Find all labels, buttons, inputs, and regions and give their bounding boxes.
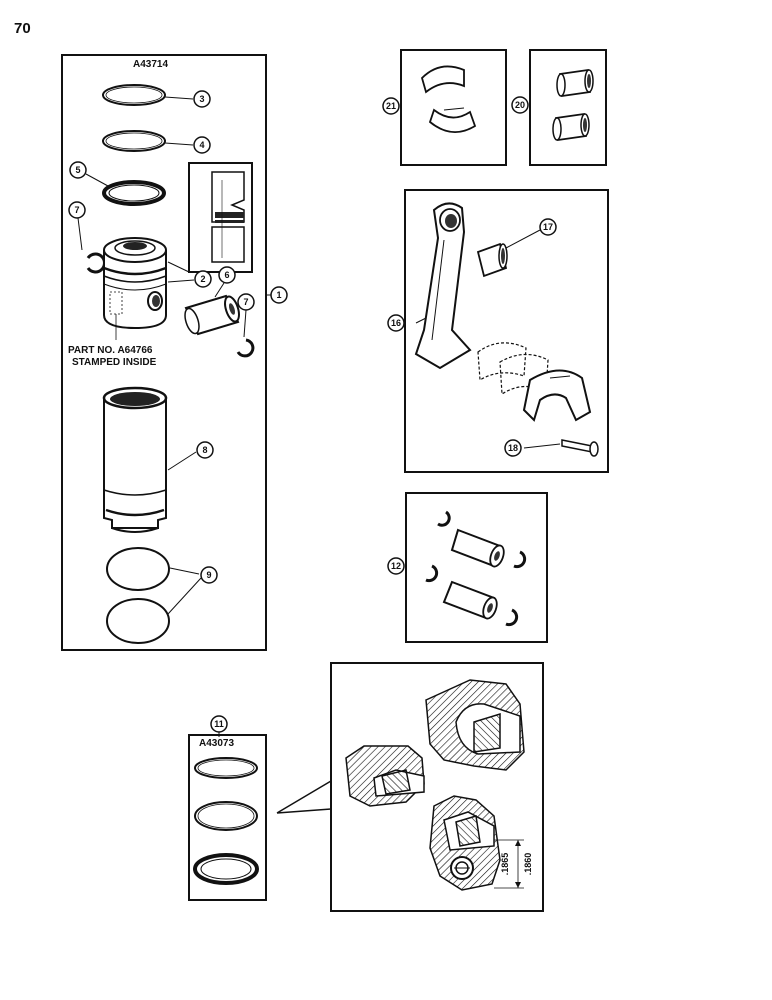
svg-text:4: 4 — [199, 140, 204, 150]
bearing-halves-panel — [400, 49, 507, 166]
section-pointer — [276, 780, 332, 814]
sleeve-o-rings — [106, 547, 202, 644]
svg-text:16: 16 — [391, 318, 401, 328]
piston-part-note-line1: PART NO. A64766 — [68, 345, 153, 356]
ring-set-part-number: A43073 — [199, 738, 234, 749]
main-kit-panel: A43714 — [61, 54, 267, 651]
callout-17: 17 — [539, 218, 557, 236]
callout-18: 18 — [504, 439, 522, 457]
callout-7-right: 7 — [237, 293, 255, 311]
piston-part-note-line2: STAMPED INSIDE — [72, 357, 157, 368]
main-kit-part-number: A43714 — [133, 59, 168, 70]
callout-6: 6 — [218, 266, 236, 284]
ring-groove-detail-inset — [167, 162, 253, 273]
svg-text:6: 6 — [224, 270, 229, 280]
callout-1: 1 — [270, 286, 288, 304]
svg-text:2: 2 — [200, 274, 205, 284]
connecting-rod-panel — [404, 189, 609, 473]
callout-3: 3 — [193, 90, 211, 108]
dimension-max: .1865 — [500, 853, 510, 876]
callout-9: 9 — [200, 566, 218, 584]
callout-11: 11 — [210, 715, 228, 733]
oil-control-ring — [85, 173, 166, 206]
svg-text:7: 7 — [243, 297, 248, 307]
cylinder-sleeve — [102, 386, 197, 533]
bushings-panel — [529, 49, 607, 166]
svg-text:21: 21 — [386, 101, 396, 111]
svg-text:8: 8 — [202, 445, 207, 455]
svg-text:9: 9 — [206, 570, 211, 580]
svg-text:17: 17 — [543, 222, 553, 232]
callout-12: 12 — [387, 557, 405, 575]
callout-7-left: 7 — [68, 201, 86, 219]
piston-pin — [184, 282, 240, 336]
compression-ring-second — [102, 130, 194, 152]
svg-text:7: 7 — [74, 205, 79, 215]
callout-16: 16 — [387, 314, 405, 332]
callout-2: 2 — [194, 270, 212, 288]
svg-text:3: 3 — [199, 94, 204, 104]
callout-5: 5 — [69, 161, 87, 179]
ring-cross-section-panel: .1865 .1860 — [330, 662, 544, 912]
piston — [103, 237, 195, 340]
svg-text:18: 18 — [508, 443, 518, 453]
snap-ring-right — [236, 338, 255, 358]
svg-text:11: 11 — [214, 719, 224, 729]
svg-text:12: 12 — [391, 561, 401, 571]
svg-text:1: 1 — [276, 290, 281, 300]
callout-4: 4 — [193, 136, 211, 154]
svg-text:5: 5 — [75, 165, 80, 175]
piston-pins-panel — [405, 492, 548, 643]
callout-21: 21 — [382, 97, 400, 115]
page-number: 70 — [14, 20, 31, 37]
callout-8: 8 — [196, 441, 214, 459]
svg-text:20: 20 — [515, 100, 525, 110]
callout-20: 20 — [511, 96, 529, 114]
dimension-min: .1860 — [523, 853, 533, 876]
ring-set-panel: A43073 — [188, 734, 267, 901]
compression-ring-top — [102, 84, 194, 106]
snap-ring-left — [86, 252, 106, 274]
